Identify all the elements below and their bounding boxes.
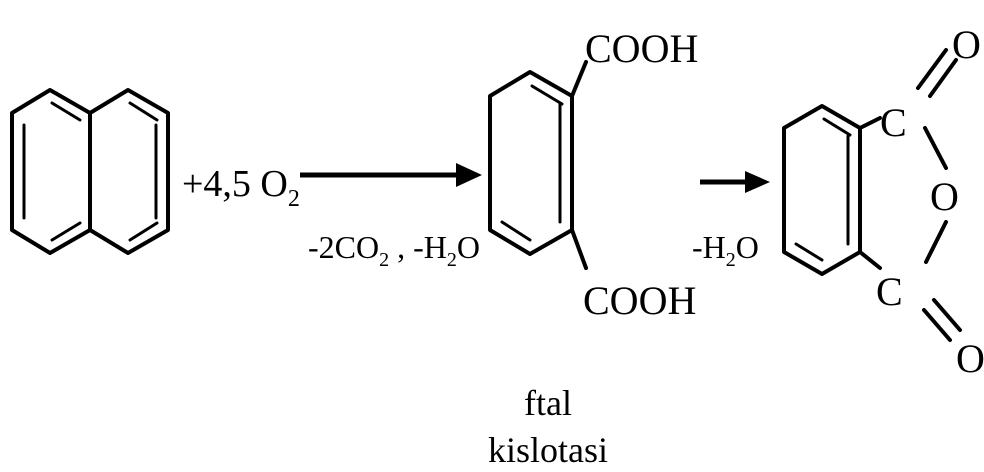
carbonyl-oxygen-top-label: O [952, 22, 981, 67]
step1-arrow [300, 163, 482, 187]
step2-condition: -H2O [692, 229, 759, 271]
double-bond [128, 101, 159, 122]
double-bond [50, 101, 82, 122]
carbonyl-top-bond [916, 48, 948, 90]
cooh-top-label: COOH [585, 26, 698, 71]
phthalic-acid-structure [488, 60, 588, 270]
carbonyl-bottom-bond [922, 308, 952, 342]
naphthalene-structure [10, 88, 170, 255]
double-bond [50, 221, 82, 242]
double-bond [128, 221, 159, 242]
cooh-top-bond [570, 60, 588, 98]
ring-oxygen-label: O [930, 174, 959, 219]
double-bond [822, 117, 852, 137]
carbonyl-bottom-bond [932, 298, 962, 332]
ring-to-carbon-bottom [858, 250, 882, 270]
phthalic-anhydride-structure [782, 48, 962, 342]
carbon-bottom-label: C [876, 269, 903, 314]
cooh-bottom-bond [570, 228, 588, 270]
carbonyl-top-bond [928, 58, 958, 98]
step2-arrow [700, 171, 770, 193]
ring-to-carbon-top [858, 116, 882, 130]
double-bond [530, 84, 564, 106]
step1-condition: -2CO2 , -H2O [308, 229, 480, 271]
double-bond [500, 220, 532, 242]
intermediate-name-line2: kislotasi [488, 430, 608, 470]
oxygen-carbon-bond [924, 220, 948, 264]
carbonyl-oxygen-bottom-label: O [956, 336, 984, 381]
carbon-oxygen-bond [923, 126, 948, 170]
double-bond [794, 242, 824, 262]
step1-reagent: +4,5 O2 [182, 163, 300, 212]
cooh-bottom-label: COOH [583, 278, 696, 323]
intermediate-name-line1: ftal [524, 383, 572, 423]
carbon-top-label: C [880, 100, 907, 145]
naphthalene-right-ring [88, 88, 170, 255]
